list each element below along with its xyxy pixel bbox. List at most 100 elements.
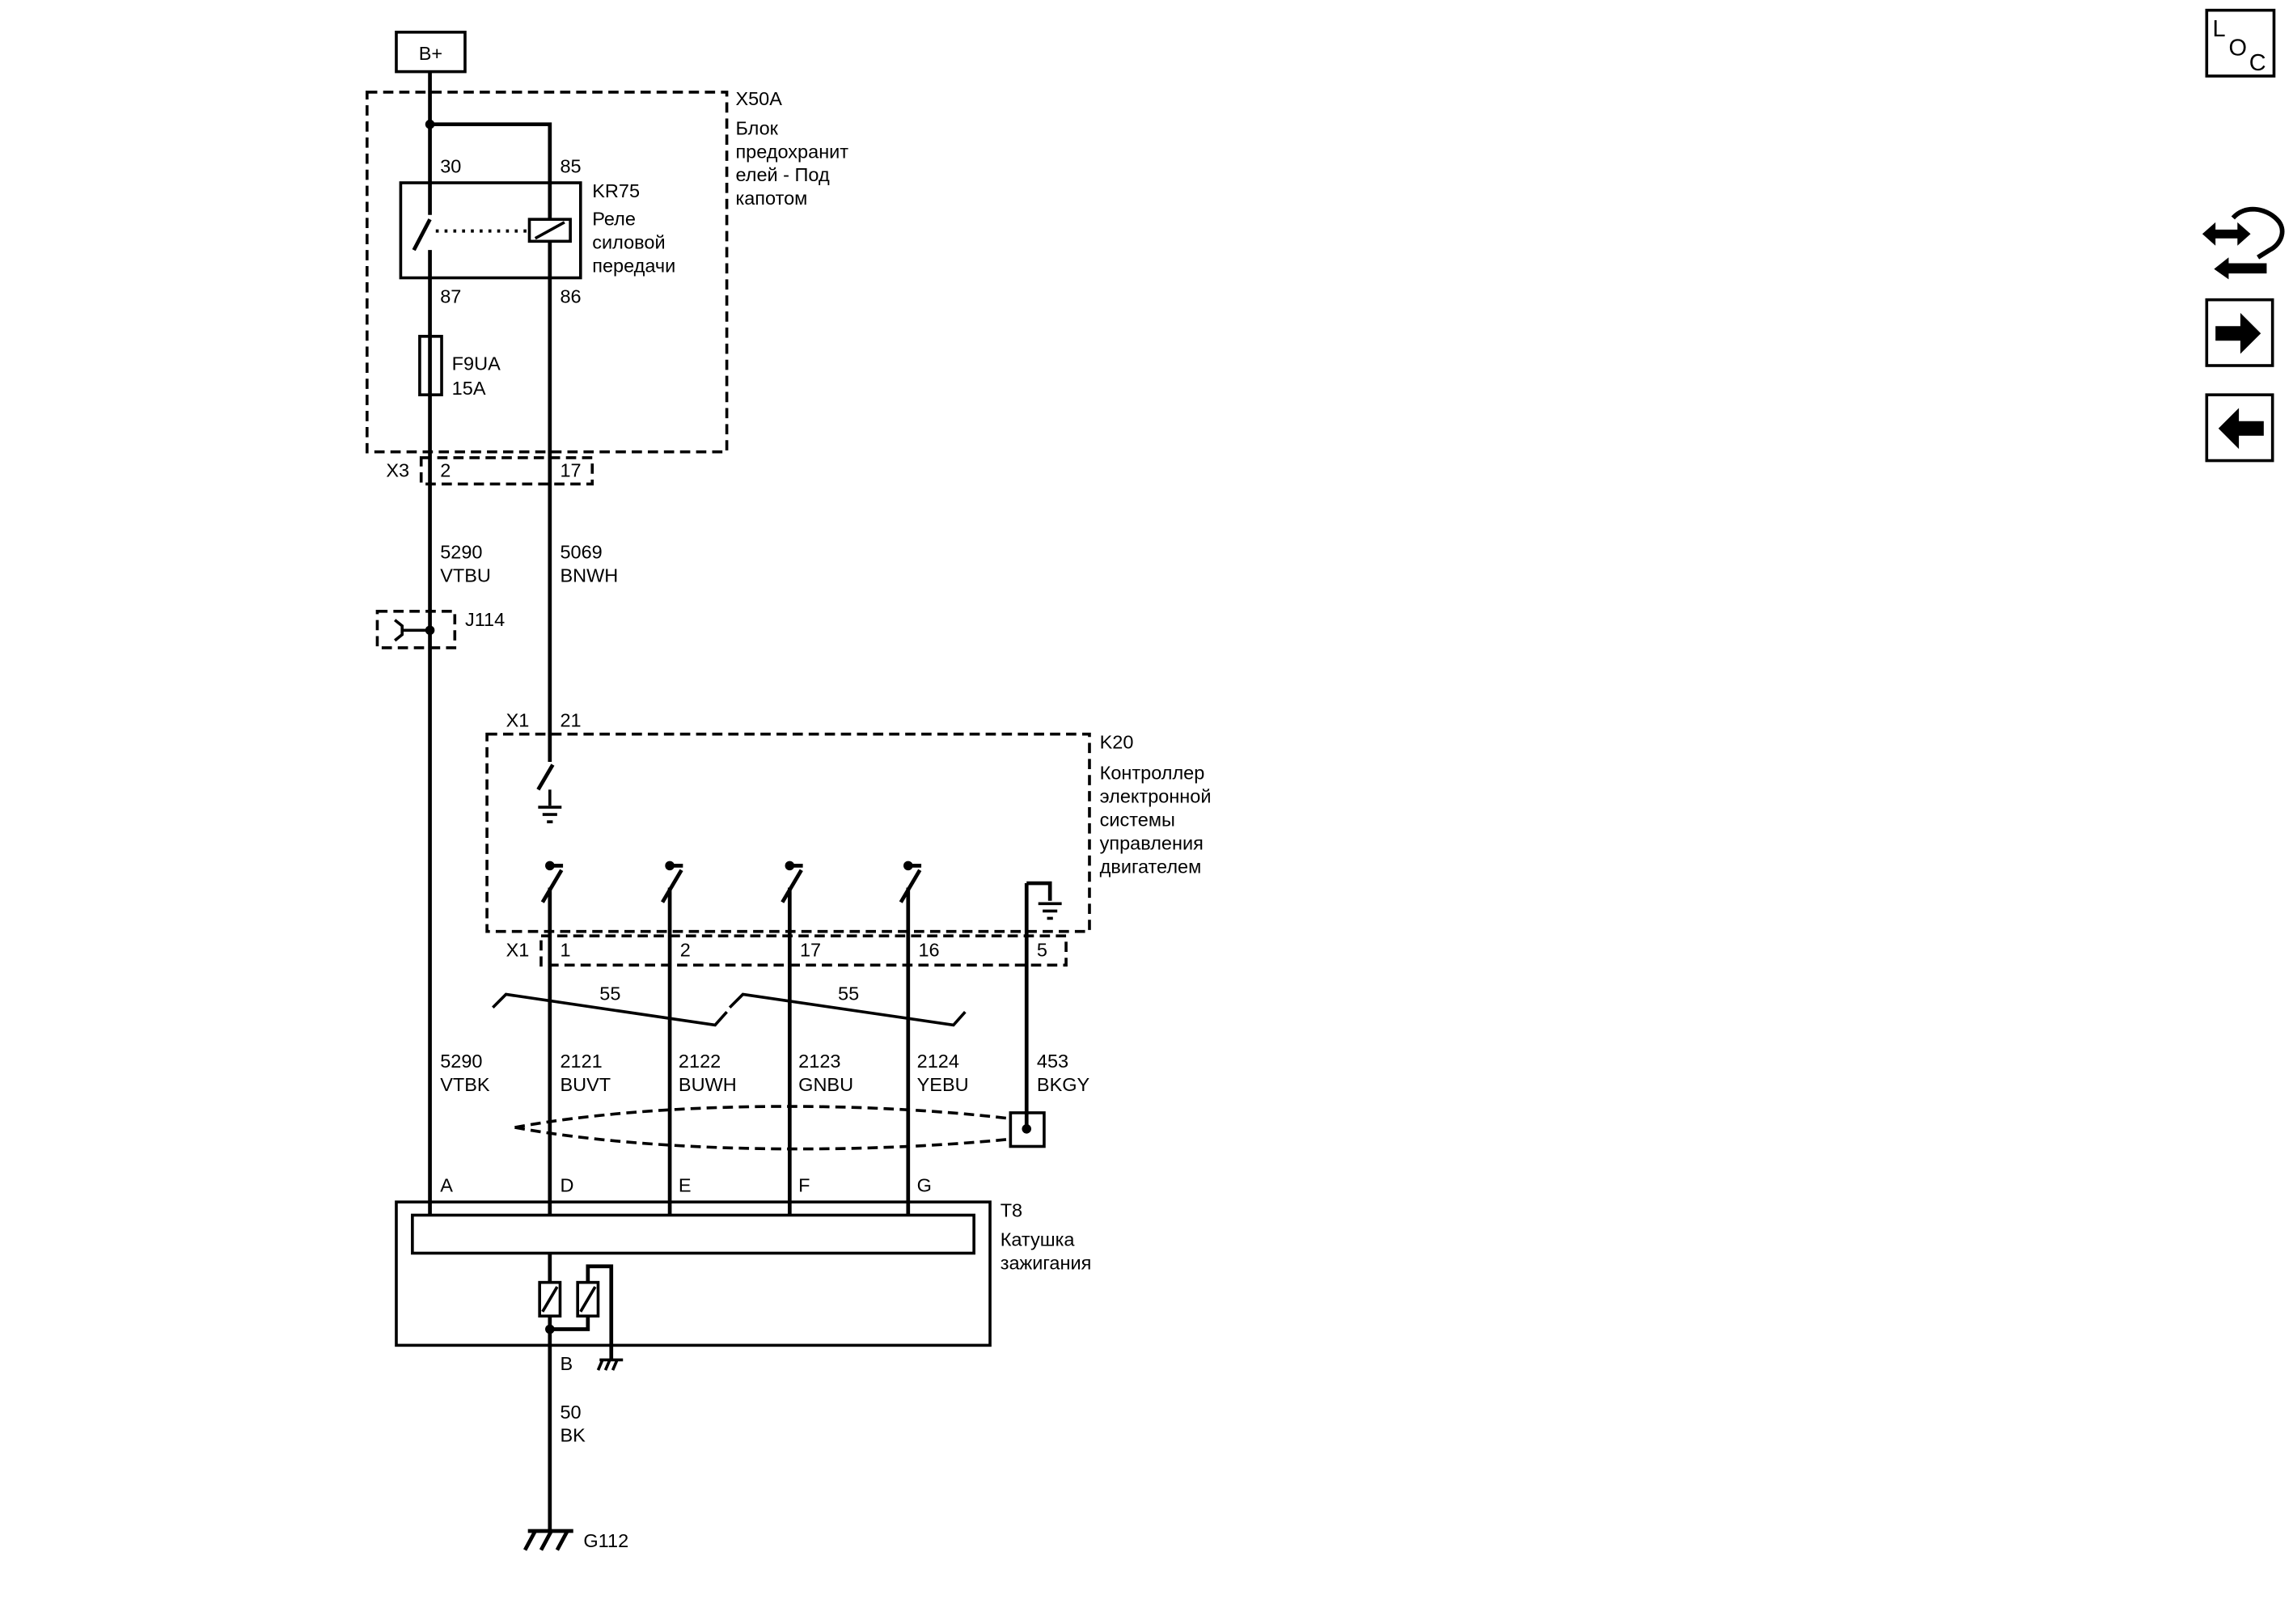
wire-color-code: BNWH bbox=[560, 565, 618, 586]
relay-coil-diagonal bbox=[534, 221, 565, 240]
cross-reference-button[interactable] bbox=[2201, 205, 2289, 284]
shield-drain-box bbox=[1009, 1111, 1046, 1148]
arrow-left-icon[interactable] bbox=[2218, 408, 2264, 450]
ecm-name-line: электронной bbox=[1100, 786, 1212, 807]
loc-button[interactable]: L O C bbox=[2205, 8, 2276, 78]
loc-letter: L bbox=[2213, 16, 2226, 42]
wire-circuit-number: 5290 bbox=[440, 1051, 482, 1072]
relay-pin-87: 87 bbox=[440, 285, 461, 307]
splice-id: J114 bbox=[465, 609, 505, 630]
connector-x1-pin: 17 bbox=[800, 939, 821, 960]
coil-suppressor-diagonal bbox=[541, 1286, 559, 1313]
splice-outline bbox=[375, 609, 457, 649]
relay-pin-85: 85 bbox=[560, 155, 581, 176]
wire-color-code: YEBU bbox=[917, 1074, 969, 1095]
wire-circuit-number: 2122 bbox=[679, 1051, 721, 1072]
fuse-block-outline bbox=[366, 91, 729, 454]
relay-pin-30: 30 bbox=[440, 155, 461, 176]
driver-switch-blade bbox=[540, 869, 564, 903]
shield-drain-dot bbox=[1022, 1124, 1032, 1134]
fuse-rating: 15A bbox=[452, 378, 486, 399]
coil-name-line: Катушка bbox=[1001, 1229, 1076, 1250]
fuse-f9ua: F9UA 15A bbox=[418, 335, 501, 399]
coil-pin-label: E bbox=[679, 1175, 692, 1196]
wire-circuit-number: 50 bbox=[560, 1402, 581, 1423]
wire-circuit-number: 5069 bbox=[560, 542, 602, 563]
double-arrow-shape bbox=[2202, 222, 2251, 246]
wire-color-code: BKGY bbox=[1037, 1074, 1090, 1095]
coil-id: T8 bbox=[1001, 1199, 1022, 1220]
wire-color-code: BUVT bbox=[560, 1074, 611, 1095]
shield-outline-top bbox=[514, 1105, 1011, 1129]
twisted-pair-2: 55 bbox=[728, 983, 967, 1027]
upper-wire-labels: 5290 VTBU 5069 BNWH bbox=[440, 542, 618, 586]
twisted-pair-label: 55 bbox=[599, 983, 620, 1004]
twisted-pair-symbol bbox=[728, 992, 967, 1027]
ground-hatch bbox=[539, 1529, 553, 1551]
ecm-ignition-driver-2 bbox=[661, 861, 683, 903]
chassis-ground-hatch bbox=[611, 1359, 619, 1371]
ecm-k20: X1 21 K20 Контроллер электронной системы… bbox=[485, 710, 1212, 933]
driver-switch-blade bbox=[781, 869, 803, 903]
connector-x3-pin: 17 bbox=[560, 459, 581, 480]
driver-node-dot bbox=[903, 861, 913, 871]
driver-switch-blade bbox=[661, 869, 683, 903]
ecm-id: K20 bbox=[1100, 732, 1134, 753]
fuse-block-name-line: елей - Под bbox=[735, 164, 830, 185]
ecm-signal-ground bbox=[1026, 881, 1062, 920]
ground-g112: G112 bbox=[523, 1529, 628, 1551]
connector-x3-outline bbox=[419, 456, 594, 486]
coil-pin-label: G bbox=[917, 1175, 932, 1196]
ignition-coil-t8: A D E F G T8 Катушка зажигания B bbox=[395, 1175, 1092, 1374]
loc-icon[interactable] bbox=[2205, 8, 2276, 78]
relay-kr75: 30 85 KR75 Реле силовой передачи 87 86 bbox=[399, 155, 675, 307]
lower-wire-labels: 5290 VTBK 2121 BUVT 2122 BUWH 2123 GNBU … bbox=[440, 1051, 1089, 1095]
splice-connector-symbol bbox=[394, 619, 404, 642]
relay-switch-blade bbox=[412, 218, 432, 252]
relay-id: KR75 bbox=[592, 180, 640, 201]
connector-x1-pin: 2 bbox=[680, 939, 691, 960]
coil-module-bar bbox=[411, 1213, 975, 1255]
cable-shield bbox=[514, 1105, 1046, 1151]
wire-circuit-number: 453 bbox=[1037, 1051, 1068, 1072]
coil-suppressor-diagonal bbox=[579, 1286, 597, 1313]
connector-x3: X3 2 17 bbox=[386, 456, 594, 486]
connector-x1-pin: 16 bbox=[918, 939, 939, 960]
shield-outline-bottom bbox=[514, 1126, 1011, 1151]
relay-name-line: силовой bbox=[592, 231, 665, 252]
loc-letter: C bbox=[2249, 50, 2266, 76]
relay-name-line: передачи bbox=[592, 255, 675, 276]
previous-page-button[interactable] bbox=[2205, 393, 2274, 463]
ecm-name-line: системы bbox=[1100, 810, 1175, 831]
ecm-name-line: управления bbox=[1100, 832, 1204, 853]
connector-x1-pin: 5 bbox=[1037, 939, 1047, 960]
ecm-ignition-driver-3 bbox=[781, 861, 803, 903]
fuse-block-x50a: X50A Блок предохранит елей - Под капотом bbox=[366, 88, 848, 454]
fuse-body bbox=[418, 335, 443, 396]
wire-coil-feed-85 bbox=[429, 122, 552, 220]
coil-pin-label: A bbox=[440, 1175, 453, 1196]
splice-dot-b-plus bbox=[425, 119, 435, 129]
twisted-pair-label: 55 bbox=[838, 983, 859, 1004]
cross-reference-icon[interactable] bbox=[2202, 206, 2285, 280]
relay-box bbox=[399, 181, 582, 280]
ecm-ignition-driver-4 bbox=[899, 861, 922, 903]
chassis-ground-hatch bbox=[603, 1359, 611, 1371]
arrow-right-icon[interactable] bbox=[2215, 312, 2261, 354]
signal-ground-lead bbox=[1026, 881, 1052, 901]
chassis-ground-hatch bbox=[596, 1359, 604, 1371]
connector-x1-id: X1 bbox=[506, 939, 530, 960]
connector-x3-pin: 2 bbox=[440, 459, 451, 480]
next-page-button[interactable] bbox=[2205, 298, 2274, 367]
fuse-block-name-line: предохранит bbox=[735, 141, 848, 162]
wire-circuit-number: 2124 bbox=[917, 1051, 959, 1072]
connector-x1-pin: 1 bbox=[560, 939, 570, 960]
ground-id: G112 bbox=[583, 1530, 628, 1551]
relay-name-line: Реле bbox=[592, 208, 636, 229]
coil-name-line: зажигания bbox=[1001, 1252, 1092, 1273]
ecm-name-line: Контроллер bbox=[1100, 763, 1205, 784]
wire-circuit-number: 5290 bbox=[440, 542, 482, 563]
coil-pin-label: F bbox=[798, 1175, 810, 1196]
loc-letter: O bbox=[2228, 36, 2246, 61]
